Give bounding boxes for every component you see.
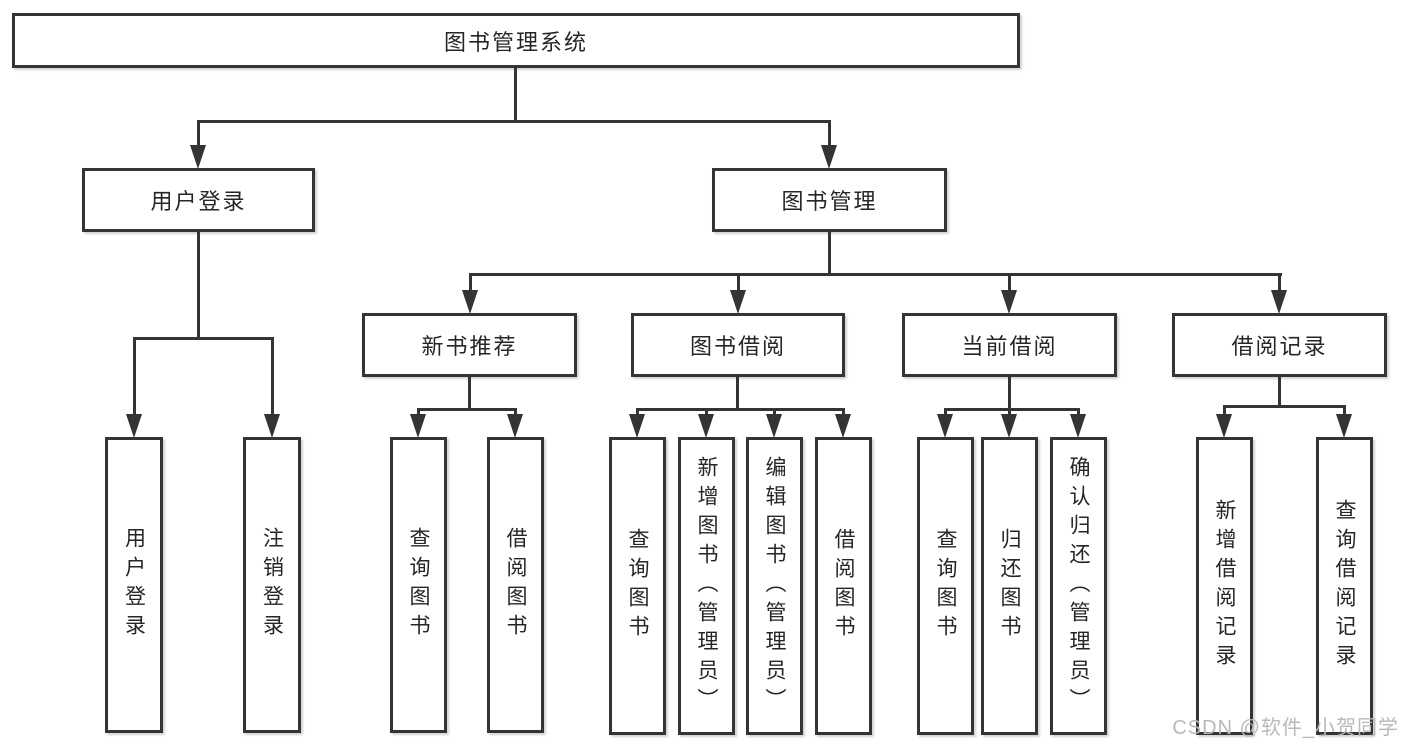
node-label: 注销登录: [260, 527, 284, 643]
node-label: 借阅图书: [504, 527, 527, 643]
arrowhead-down-icon: [1216, 414, 1232, 438]
leaf-edit-books-admin: 编辑图书（管理员）: [746, 437, 803, 735]
connector-br-drop-2: [1343, 405, 1346, 418]
connector-root-drop-left: [197, 120, 200, 150]
connector-book-mgmt-drop-2: [737, 273, 740, 295]
arrowhead-down-icon: [766, 414, 782, 438]
connector-book-mgmt-drop-1: [469, 273, 472, 295]
arrowhead-down-icon: [126, 414, 142, 438]
node-book-borrowing: 图书借阅: [631, 313, 845, 377]
arrowhead-down-icon: [1001, 290, 1017, 314]
connector-br-drop-1: [1223, 405, 1226, 418]
connector-bb-drop-4: [842, 408, 845, 418]
node-label: 用户登录: [122, 527, 146, 643]
connector-user-login-drop-1: [133, 337, 136, 419]
leaf-query-books-borrow: 查询图书: [609, 437, 666, 735]
connector-nbr-drop-1: [417, 408, 420, 418]
arrowhead-down-icon: [264, 414, 280, 438]
arrowhead-down-icon: [698, 414, 714, 438]
connector-nbr-drop-2: [514, 408, 517, 418]
connector-root-drop-right: [828, 120, 831, 150]
arrowhead-down-icon: [1271, 290, 1287, 314]
leaf-add-borrow-record: 新增借阅记录: [1196, 437, 1253, 735]
node-label: 借阅图书: [832, 528, 855, 644]
node-book-management: 图书管理: [712, 168, 947, 232]
connector-user-login-stem: [197, 232, 200, 340]
arrowhead-down-icon: [629, 414, 645, 438]
connector-root-rail: [197, 120, 831, 123]
node-label: 新增图书（管理员）: [695, 455, 718, 717]
leaf-borrow-books: 借阅图书: [815, 437, 872, 735]
arrowhead-down-icon: [1070, 414, 1086, 438]
arrowhead-down-icon: [190, 145, 206, 169]
node-label: 查询图书: [626, 528, 649, 644]
arrowhead-down-icon: [507, 414, 523, 438]
connector-nbr-rail: [417, 408, 517, 411]
connector-book-mgmt-rail: [469, 273, 1282, 276]
leaf-confirm-return-admin: 确认归还（管理员）: [1050, 437, 1107, 735]
connector-bb-stem: [736, 377, 739, 411]
connector-book-mgmt-drop-4: [1278, 273, 1281, 295]
node-label: 图书管理: [781, 189, 878, 214]
connector-book-mgmt-drop-3: [1008, 273, 1011, 295]
node-library-management-system: 图书管理系统: [12, 13, 1020, 68]
node-label: 当前借阅: [961, 334, 1058, 359]
node-new-book-recommend: 新书推荐: [362, 313, 577, 377]
node-label: 编辑图书（管理员）: [763, 455, 786, 717]
connector-cb-stem: [1008, 377, 1011, 411]
connector-bb-rail: [636, 408, 845, 411]
connector-cb-drop-1: [944, 408, 947, 418]
connector-bb-drop-3: [773, 408, 776, 418]
connector-br-rail: [1223, 405, 1346, 408]
node-user-login: 用户登录: [82, 168, 315, 232]
arrowhead-down-icon: [937, 414, 953, 438]
node-label: 确认归还（管理员）: [1067, 455, 1090, 717]
connector-book-mgmt-stem: [828, 232, 831, 276]
arrowhead-down-icon: [821, 145, 837, 169]
connector-user-login-drop-2: [271, 337, 274, 419]
connector-bb-drop-1: [636, 408, 639, 418]
connector-root-stem: [514, 68, 517, 123]
connector-cb-drop-3: [1077, 408, 1080, 418]
arrowhead-down-icon: [1001, 414, 1017, 438]
leaf-query-borrow-record: 查询借阅记录: [1316, 437, 1373, 735]
node-label: 图书管理系统: [443, 29, 588, 55]
connector-br-stem: [1278, 377, 1281, 408]
connector-nbr-stem: [468, 377, 471, 411]
arrowhead-down-icon: [462, 290, 478, 314]
arrowhead-down-icon: [730, 290, 746, 314]
arrowhead-down-icon: [1336, 414, 1352, 438]
connector-user-login-rail: [133, 337, 274, 340]
node-label: 新增借阅记录: [1213, 499, 1236, 673]
node-label: 归还图书: [998, 528, 1021, 644]
leaf-query-books-current: 查询图书: [917, 437, 974, 735]
csdn-watermark: CSDN @软件_小贺同学: [1172, 717, 1399, 739]
node-label: 查询图书: [934, 528, 957, 644]
leaf-add-books-admin: 新增图书（管理员）: [678, 437, 735, 735]
node-label: 用户登录: [150, 189, 247, 214]
connector-bb-drop-2: [705, 408, 708, 418]
leaf-user-login: 用户登录: [105, 437, 163, 733]
leaf-borrow-books-recommend: 借阅图书: [487, 437, 544, 733]
node-label: 图书借阅: [689, 334, 786, 359]
node-label: 借阅记录: [1231, 334, 1328, 359]
arrowhead-down-icon: [410, 414, 426, 438]
arrowhead-down-icon: [835, 414, 851, 438]
leaf-return-books: 归还图书: [981, 437, 1038, 735]
connector-cb-rail: [944, 408, 1080, 411]
connector-cb-drop-2: [1008, 408, 1011, 418]
node-label: 查询借阅记录: [1333, 499, 1356, 673]
node-borrowing-records: 借阅记录: [1172, 313, 1387, 377]
node-current-borrowing: 当前借阅: [902, 313, 1117, 377]
leaf-query-books-recommend: 查询图书: [390, 437, 447, 733]
node-label: 查询图书: [407, 527, 430, 643]
leaf-logout: 注销登录: [243, 437, 301, 733]
node-label: 新书推荐: [421, 334, 518, 359]
